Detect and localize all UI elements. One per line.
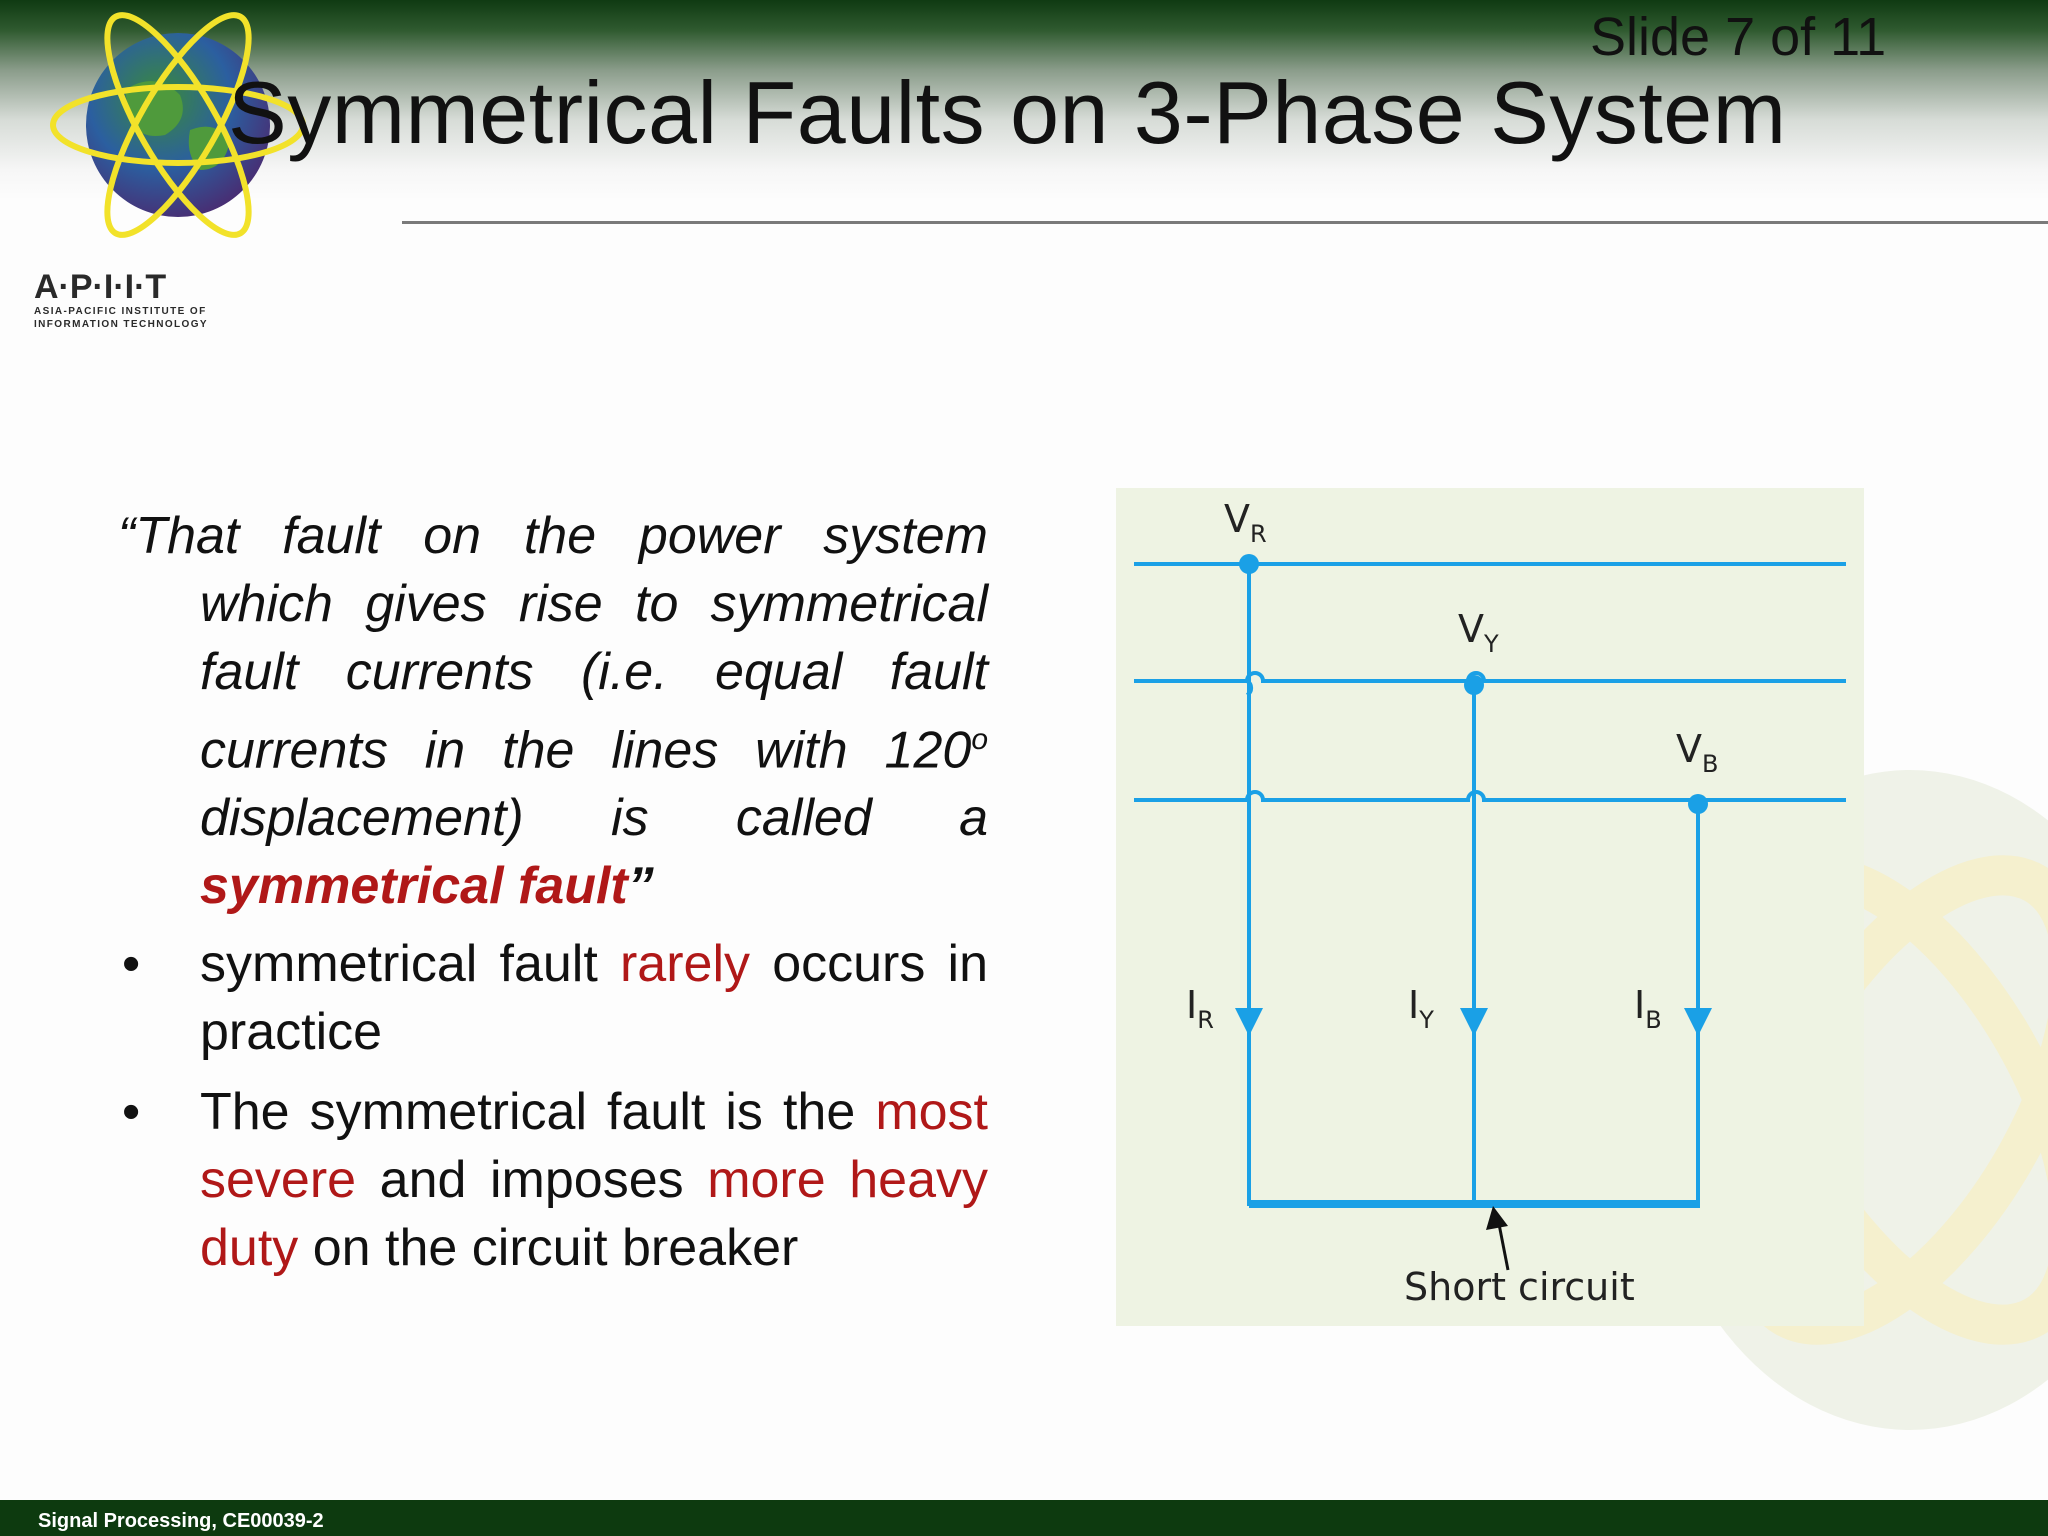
footer-bar: Signal Processing, CE00039-2 (0, 1500, 2048, 1536)
node-r (1239, 554, 1259, 574)
apiit-logo: A·P·I·I·T ASIA-PACIFIC INSTITUTE OF INFO… (30, 10, 330, 330)
quote-open: “That fault on the power system which gi… (118, 507, 988, 780)
label-vy-sub: Y (1483, 630, 1499, 658)
svg-text:VY: VY (1458, 607, 1499, 658)
label-vr: V (1224, 497, 1250, 541)
list-item: • symmetrical fault rarely occurs in prac… (118, 930, 988, 1066)
label-vb: V (1676, 727, 1702, 771)
label-ir: I (1186, 983, 1197, 1027)
bullet-icon: • (122, 1083, 141, 1142)
label-ir-sub: R (1197, 1006, 1214, 1034)
header-band (0, 0, 2048, 200)
footer-course: Signal Processing, CE00039-2 (38, 1510, 324, 1532)
body-text: “That fault on the power system which gi… (118, 502, 988, 1294)
bullet-highlight: more heavy duty (200, 1151, 988, 1278)
degree-superscript: o (971, 723, 988, 756)
definition-quote: “That fault on the power system which gi… (118, 502, 988, 920)
bullet-icon: • (122, 935, 141, 994)
svg-text:VR: VR (1224, 497, 1267, 548)
fault-diagram-svg: VR VY VB IR IY IB Short circuit (1134, 497, 1846, 1309)
globe-logo-icon: A·P·I·I·T ASIA-PACIFIC INSTITUTE OF INFO… (34, 12, 306, 330)
label-vy: V (1458, 607, 1484, 651)
arrow-b-icon (1684, 1008, 1712, 1036)
phase-line-y (1134, 671, 1846, 697)
quote-mid: displacement) is called a (200, 789, 988, 848)
phase-line-b (1134, 790, 1846, 802)
label-ib-sub: B (1645, 1006, 1661, 1034)
arrow-r-icon (1235, 1008, 1263, 1036)
svg-text:IY: IY (1408, 983, 1434, 1034)
bullet-text: and imposes (356, 1151, 708, 1210)
title-rule (402, 221, 2048, 224)
label-vr-sub: R (1250, 520, 1267, 548)
quote-close: ” (627, 857, 654, 916)
quote-highlight: symmetrical fault (200, 857, 628, 916)
fault-diagram: VR VY VB IR IY IB Short circuit (1116, 488, 1864, 1326)
label-ib: I (1634, 983, 1645, 1027)
logo-line1: ASIA-PACIFIC INSTITUTE OF (34, 306, 207, 317)
label-short-circuit: Short circuit (1404, 1265, 1635, 1309)
bullet-text: occurs in practice (200, 935, 988, 1062)
node-b (1688, 794, 1708, 814)
list-item: • The symmetrical fault is the most sever… (118, 1078, 988, 1282)
slide-number: Slide 7 of 11 (1590, 7, 1887, 67)
bullet-text: symmetrical fault (200, 935, 620, 994)
bullet-highlight: rarely (619, 935, 751, 994)
svg-text:VB: VB (1676, 727, 1718, 778)
bullet-text: on the circuit breaker (298, 1219, 799, 1278)
svg-text:IB: IB (1634, 983, 1662, 1034)
bullet-highlight: most severe (200, 1083, 988, 1210)
pointer-arrow-icon (1486, 1206, 1508, 1230)
label-vb-sub: B (1702, 750, 1718, 778)
arrow-y-icon (1460, 1008, 1488, 1036)
pointer-line (1497, 1223, 1510, 1271)
slide-title: Symmetrical Faults on 3-Phase System (228, 63, 1787, 162)
svg-text:IR: IR (1186, 983, 1214, 1034)
logo-line2: INFORMATION TECHNOLOGY (34, 319, 208, 330)
label-iy: I (1408, 983, 1419, 1027)
bullet-text: The symmetrical fault is the (200, 1083, 876, 1142)
logo-wordmark: A·P·I·I·T (34, 268, 166, 306)
label-iy-sub: Y (1418, 1006, 1434, 1034)
bullet-list: • symmetrical fault rarely occurs in prac… (118, 930, 988, 1282)
node-y (1464, 675, 1484, 695)
